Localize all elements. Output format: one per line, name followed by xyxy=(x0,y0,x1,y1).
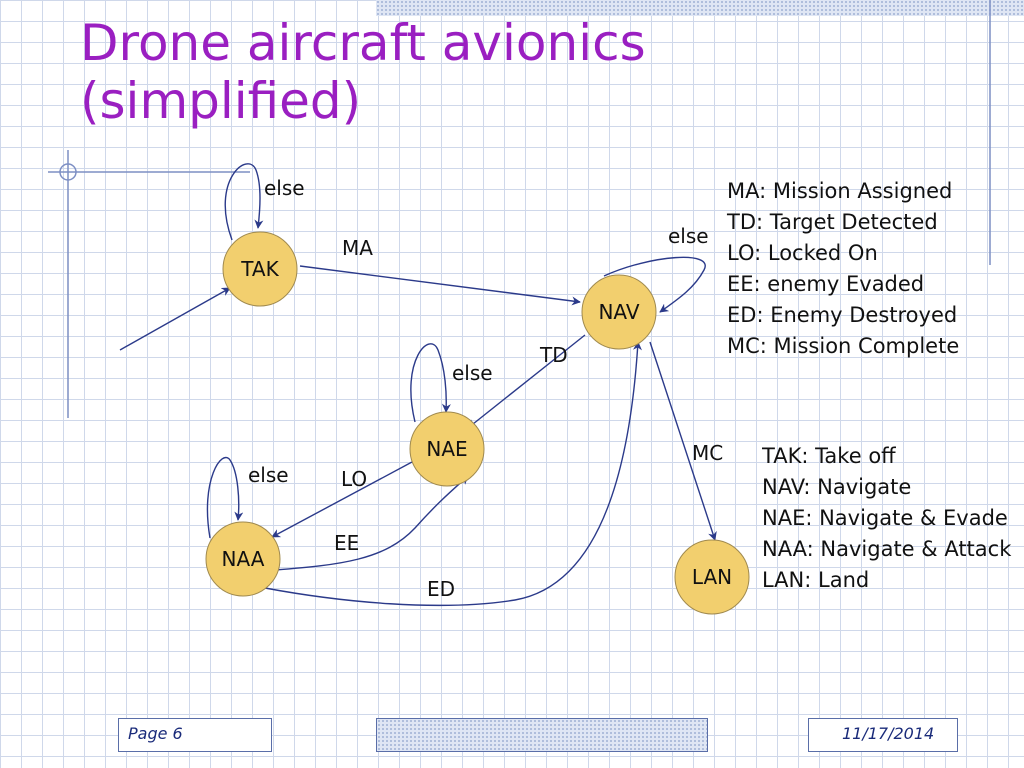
label-td: TD xyxy=(539,343,568,367)
edge-naa-self-else xyxy=(206,457,244,539)
legend-events: MA: Mission Assigned TD: Target Detected… xyxy=(727,176,959,362)
edge-naa-nav-ed xyxy=(264,341,642,607)
state-lan: LAN xyxy=(674,539,750,615)
state-lan-label: LAN xyxy=(692,565,732,589)
label-mc: MC xyxy=(692,441,723,465)
edge-tak-nav-ma xyxy=(299,265,581,306)
state-naa-label: NAA xyxy=(222,547,265,571)
legend-event-item: LO: Locked On xyxy=(727,241,878,265)
state-tak-label: TAK xyxy=(240,257,279,281)
title-line-1: Drone aircraft avionics xyxy=(80,14,646,72)
state-nae-label: NAE xyxy=(426,437,467,461)
legend-event-item: ED: Enemy Destroyed xyxy=(727,303,958,327)
footer-center-band xyxy=(376,718,708,752)
edge-nae-naa-lo xyxy=(271,461,413,538)
footer-page-number: Page 6 xyxy=(128,724,183,743)
title-line-2: (simplified) xyxy=(80,72,362,130)
top-decorative-band xyxy=(376,0,1024,16)
label-else-naa: else xyxy=(248,463,289,487)
state-nav: NAV xyxy=(581,274,657,350)
legend-event-item: MA: Mission Assigned xyxy=(727,179,953,203)
slide-title: Drone aircraft avionics (simplified) xyxy=(80,14,780,130)
label-ee: EE xyxy=(334,531,359,555)
legend-state-item: TAK: Take off xyxy=(762,444,896,468)
footer-page-box xyxy=(118,718,272,752)
footer-date: 11/17/2014 xyxy=(842,724,935,743)
edge-start-tak xyxy=(119,287,231,351)
legend-state-item: NAV: Navigate xyxy=(762,475,912,499)
edge-nav-lan-mc xyxy=(649,341,717,541)
label-lo: LO xyxy=(341,467,367,491)
state-tak: TAK xyxy=(222,231,298,307)
state-nav-label: NAV xyxy=(598,300,639,324)
legend-event-item: TD: Target Detected xyxy=(727,210,938,234)
edge-naa-nae-ee xyxy=(274,475,469,571)
legend-state-item: NAE: Navigate & Evade xyxy=(762,506,1008,530)
edge-tak-self-else xyxy=(224,163,264,241)
footer-date-box xyxy=(808,718,958,752)
edge-nav-nae-td xyxy=(467,334,586,429)
label-ma: MA xyxy=(342,236,373,260)
label-else-tak: else xyxy=(264,176,305,200)
state-naa: NAA xyxy=(205,521,281,597)
legend-state-item: LAN: Land xyxy=(762,568,870,592)
label-else-nav: else xyxy=(668,224,709,248)
label-else-nae: else xyxy=(452,361,493,385)
state-nae: NAE xyxy=(409,411,485,487)
legend-state-item: NAA: Navigate & Attack xyxy=(762,537,1012,561)
legend-event-item: EE: enemy Evaded xyxy=(727,272,925,296)
label-ed: ED xyxy=(427,577,455,601)
edge-nav-self-else xyxy=(603,256,706,313)
slide-guide-lines xyxy=(48,0,991,418)
legend-event-item: MC: Mission Complete xyxy=(727,334,960,358)
edge-nae-self-else xyxy=(410,343,451,423)
legend-states: TAK: Take off NAV: Navigate NAE: Navigat… xyxy=(762,441,1024,596)
